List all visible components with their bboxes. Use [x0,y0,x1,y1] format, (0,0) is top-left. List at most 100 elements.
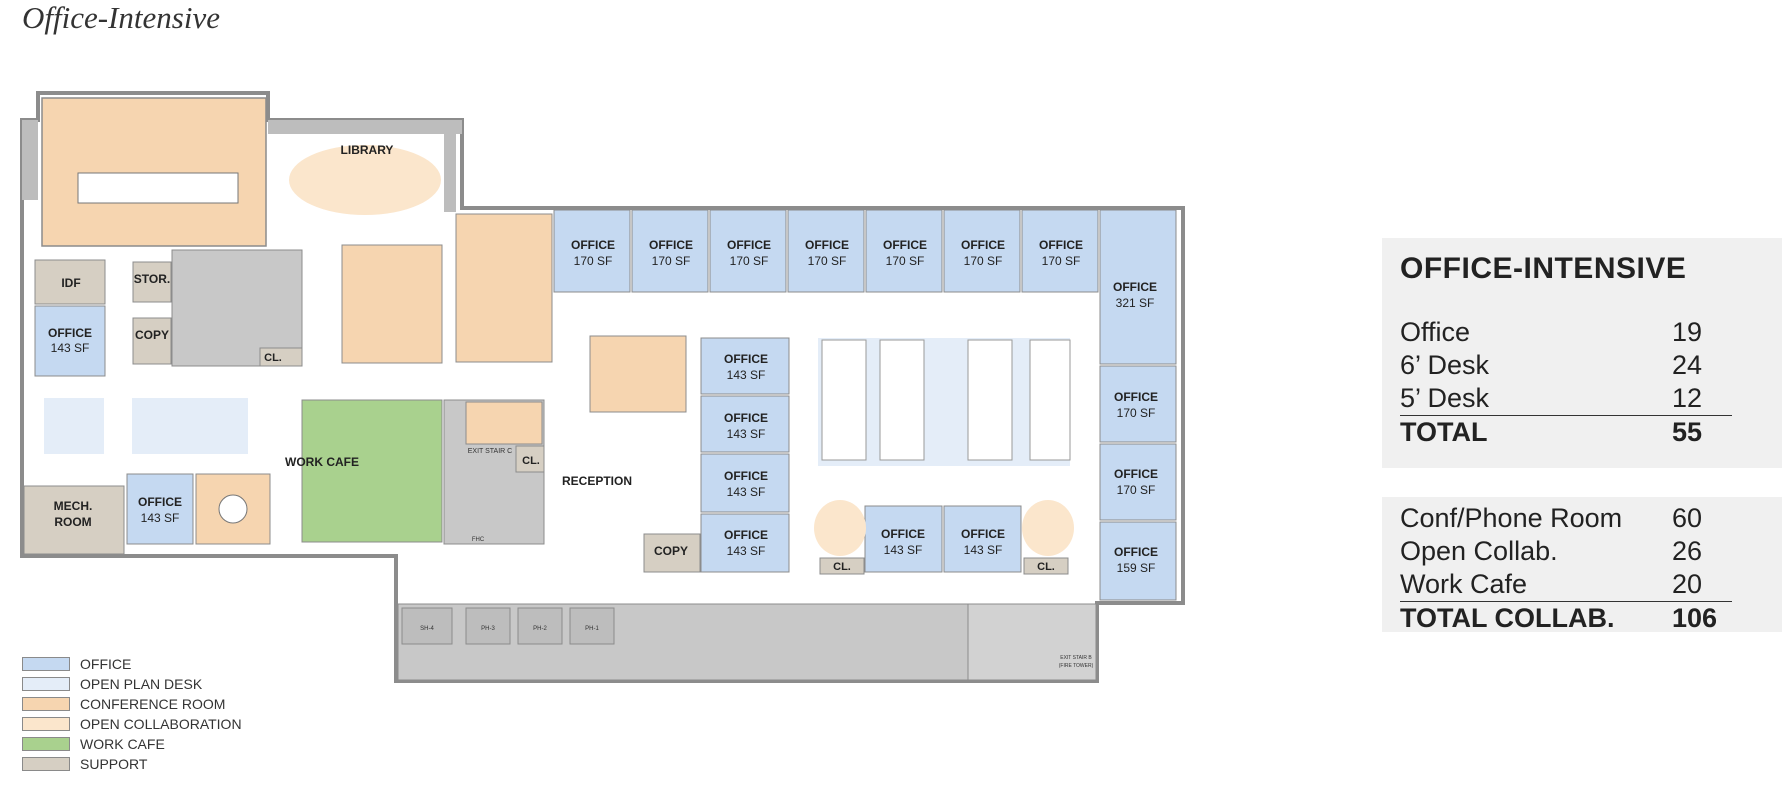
desk-cluster [1029,339,1071,461]
office-center-4-sf: 143 SF [727,544,766,558]
summary-row: 5’ Desk 12 [1400,382,1732,415]
office-top-5-label: OFFICE [883,238,927,252]
mech-label-2: ROOM [54,515,91,529]
shaft-ph2-label: PH-2 [533,626,547,632]
office-top-2-sf: 170 SF [652,254,691,268]
library-area [289,145,441,215]
office-right-4-sf: 159 SF [1117,561,1156,575]
office-center-1 [700,337,790,395]
collab-row-label: Work Cafe [1400,569,1528,599]
office-bottom-2 [943,505,1022,573]
office-top-3-sf: 170 SF [730,254,769,268]
mech-room [23,485,125,555]
office-column-center: OFFICE 143 SF OFFICE 143 SF OFFICE 143 S… [700,337,790,573]
reception-label: RECEPTION [562,474,632,488]
office-center-3 [700,453,790,513]
collab-nook-right [1022,500,1074,556]
office-right-3 [1099,443,1177,521]
legend-swatch [22,677,70,691]
office-right-4-label: OFFICE [1114,545,1158,559]
office-top-4-sf: 170 SF [808,254,847,268]
mech-label-1: MECH. [54,499,93,513]
closet-stair-label: CL. [522,455,540,467]
summary-row: 6’ Desk 24 [1400,349,1732,382]
office-top-1-sf: 170 SF [574,254,613,268]
exit-stair-c-label: EXIT STAIR C [468,448,512,455]
office-left-label: OFFICE [48,326,92,340]
desk-cluster [821,339,867,461]
floor-plan: LIBRARY IDF OFFICE 143 SF STOR. COPY CL.… [20,91,1185,683]
legend-label: CONFERENCE ROOM [80,696,226,712]
summary-row-label: 5’ Desk [1400,383,1490,413]
office-bottom-left-sf: 143 SF [141,511,180,525]
office-top-1-label: OFFICE [571,238,615,252]
exit-stair-b-label-1: EXIT STAIR B [1060,655,1092,661]
office-center-2 [700,395,790,453]
legend-label: OPEN COLLABORATION [80,716,242,732]
legend-item: OPEN COLLABORATION [22,714,242,734]
collab-total-value: 106 [1672,603,1718,633]
office-right-2-sf: 170 SF [1117,406,1156,420]
collab-row-label: Conf/Phone Room [1400,503,1623,533]
office-center-4 [700,513,790,573]
closet-core [259,347,303,367]
fhc-label: FHC [472,537,485,543]
collab-row: Work Cafe 20 [1400,568,1732,601]
summary-total-value: 55 [1672,417,1703,447]
office-center-3-label: OFFICE [724,469,768,483]
shaft [569,607,615,645]
exit-stair-b-label-2: (FIRE TOWER) [1059,663,1094,669]
page-title: Office-Intensive [22,0,220,35]
exit-stair-b [967,603,1097,681]
shaft [517,607,563,645]
office-right-1 [1099,209,1177,365]
copy-room-left [132,317,172,365]
office-top-5 [865,209,943,293]
collab-stair-top [465,401,543,445]
office-top-2 [631,209,709,293]
office-top-3-label: OFFICE [727,238,771,252]
office-center-3-sf: 143 SF [727,485,766,499]
legend-item: WORK CAFE [22,734,242,754]
work-cafe-label: WORK CAFE [285,455,359,469]
idf-label: IDF [61,276,80,290]
copy-label-center: COPY [654,544,688,558]
wall-segment [444,132,456,212]
office-right-4 [1099,521,1177,601]
legend-label: OPEN PLAN DESK [80,676,203,692]
office-top-7 [1021,209,1099,293]
summary-total-label: TOTAL [1400,417,1488,447]
summary-total-row: TOTAL 55 [1400,415,1732,449]
desk-cluster [879,339,925,461]
office-row-top: OFFICE 170 SF OFFICE 170 SF OFFICE 170 S… [553,209,1099,293]
office-center-4-label: OFFICE [724,528,768,542]
desk-clusters-right [821,339,1071,461]
office-top-2-label: OFFICE [649,238,693,252]
collab-row-label: Open Collab. [1400,536,1558,566]
conference-table [77,172,239,204]
office-bottom-left-label: OFFICE [138,495,182,509]
summary-panel-1: OFFICE-INTENSIVE Office 19 6’ Desk 24 5’… [1382,238,1782,468]
legend-label: WORK CAFE [80,736,165,752]
legend-swatch [22,757,70,771]
collab-row: Conf/Phone Room 60 [1400,502,1732,535]
office-left-sf: 143 SF [51,341,90,355]
collab-row-value: 20 [1672,569,1703,599]
office-right-3-label: OFFICE [1114,467,1158,481]
summary-row-label: Office [1400,317,1471,347]
wall-segment [22,120,38,200]
office-bottom-1-label: OFFICE [881,527,925,541]
closet-bottom-left-label: CL. [833,561,851,573]
shafts [401,607,615,645]
summary-row-label: 6’ Desk [1400,350,1490,380]
legend-label: SUPPORT [80,756,148,772]
building-core [171,249,303,367]
office-center-1-label: OFFICE [724,352,768,366]
office-bottom-left [126,473,194,545]
office-right-1-label: OFFICE [1113,280,1157,294]
legend-item: CONFERENCE ROOM [22,694,242,714]
office-right-3-sf: 170 SF [1117,483,1156,497]
conference-room-large [41,97,267,247]
office-top-1 [553,209,631,293]
copy-label-left: COPY [135,328,169,342]
